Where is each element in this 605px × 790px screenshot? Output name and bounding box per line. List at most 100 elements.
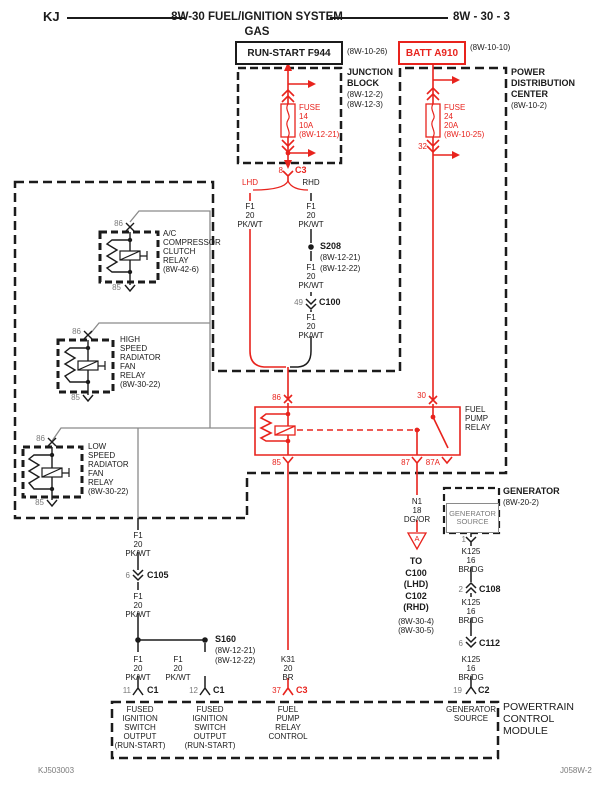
relay-feed-wires — [51, 210, 255, 518]
red-junction-dots — [285, 150, 436, 444]
fuel-pump-relay-pin-87a: 87A — [425, 458, 440, 467]
splice-s208: S208 — [320, 241, 342, 251]
high-speed-relay-outline — [56, 338, 115, 394]
c100-pin: 49 — [294, 298, 303, 307]
fuel-pump-relay-pin-30: 30 — [417, 391, 426, 400]
branch-rhd: RHD — [302, 178, 320, 187]
fuel-pump-relay-pin-87: 87 — [401, 458, 410, 467]
junction-block-ref-1: (8W-12-2) — [347, 90, 383, 99]
c3-connector-name: C3 — [295, 165, 307, 175]
black-splice-dots — [135, 244, 314, 643]
generator-ref: (8W-20-2) — [503, 498, 539, 507]
fuel-pump-relay-coil — [274, 425, 420, 436]
c105-pin: 6 — [125, 571, 130, 580]
off-page-symbol-a: A — [414, 534, 420, 543]
c2-pin: 19 — [453, 686, 462, 695]
splice-s160-ref-1: (8W-12-21) — [215, 646, 256, 655]
fuse14-line1: FUSE — [299, 103, 321, 112]
c108-pin: 2 — [458, 585, 463, 594]
junction-block-outline — [236, 66, 343, 165]
pdc-name-1: POWER — [511, 67, 546, 77]
page-number: 8W - 30 - 3 — [453, 11, 510, 23]
black-wires — [132, 193, 477, 696]
splice-s208-ref-2: (8W-12-22) — [320, 264, 361, 273]
to-connector-refs: (8W-30-4)(8W-30-5) — [398, 617, 434, 635]
pdc-name-2: DISTRIBUTION — [511, 78, 575, 88]
pdc-and-engine-compartment-outline — [13, 66, 508, 520]
c1-connector-2: C1 — [213, 685, 225, 695]
junction-block-name-1: JUNCTION — [347, 67, 394, 77]
red-arrowheads — [284, 62, 460, 169]
branch-lhd: LHD — [241, 178, 259, 187]
diagram-number-left: KJ503003 — [38, 766, 75, 775]
low-speed-relay-outline — [21, 445, 84, 499]
batt-label: BATT A910 — [405, 47, 459, 59]
c112-pin: 6 — [458, 639, 463, 648]
generator-name: GENERATOR — [503, 486, 560, 496]
c100-connector: C100 — [319, 297, 341, 307]
fuse14-line2: 14 — [299, 112, 308, 121]
high-speed-relay-pin-86: 86 — [72, 327, 81, 336]
diagram-number-right: J058W-2 — [560, 766, 592, 775]
fuse14-line3: 10A — [299, 121, 314, 130]
page-title: 8W-30 FUEL/IGNITION SYSTEM — [171, 11, 343, 23]
fuel-pump-relay-pin-86: 86 — [272, 393, 281, 402]
fuse24-line2: 24 — [444, 112, 453, 121]
c1-pin-11: 11 — [122, 686, 131, 695]
c1-connector-1: C1 — [147, 685, 159, 695]
ac-relay-pin-86: 86 — [114, 219, 123, 228]
fuse24-line3: 20A — [444, 121, 459, 130]
run-start-label: RUN-START F944 — [247, 47, 331, 59]
model-code: KJ — [43, 9, 60, 24]
batt-ref: (8W-10-10) — [470, 43, 511, 52]
low-speed-relay-pin-86: 86 — [36, 434, 45, 443]
fuse24-line1: FUSE — [444, 103, 466, 112]
c112-connector: C112 — [479, 638, 501, 648]
page-subtitle: GAS — [244, 26, 270, 38]
pdc-name-3: CENTER — [511, 89, 549, 99]
fuse24-ref: (8W-10-25) — [444, 130, 485, 139]
ac-relay-outline — [98, 230, 160, 284]
c3-bottom-pin: 37 — [272, 686, 281, 695]
fuse14-ref: (8W-12-21) — [299, 130, 340, 139]
c105-connector: C105 — [147, 570, 169, 580]
pcm-outline — [110, 700, 500, 760]
batt-source-box: BATT A910 — [398, 41, 466, 65]
low-speed-relay-pin-85: 85 — [35, 498, 44, 507]
pdc-ref: (8W-10-2) — [511, 101, 547, 110]
c2-connector: C2 — [478, 685, 490, 695]
red-wires — [249, 62, 461, 696]
relay-coil-symbols — [41, 250, 148, 478]
junction-block-name-2: BLOCK — [347, 78, 379, 88]
generator-outline — [442, 486, 501, 535]
fuse-symbols — [280, 103, 441, 138]
c3-bottom-connector: C3 — [296, 685, 308, 695]
pdc-pin-32: 32 — [418, 142, 427, 151]
generator-pin-1: 1 — [461, 535, 466, 544]
high-speed-relay-pin-85: 85 — [71, 393, 80, 402]
